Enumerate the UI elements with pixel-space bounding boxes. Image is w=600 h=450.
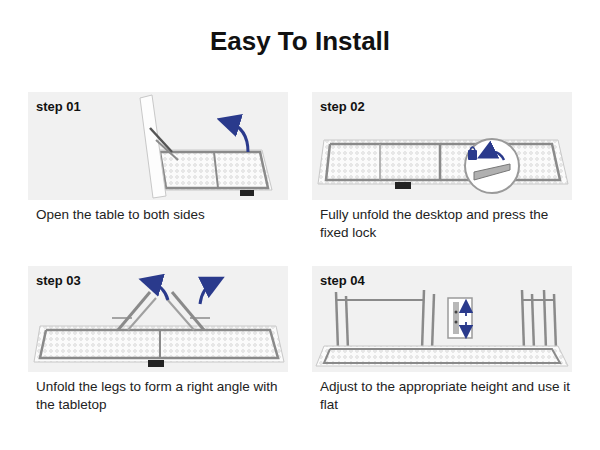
step-caption: Fully unfold the desktop and press the f… (320, 206, 572, 242)
step-panel: step 01 Open the table to both sides (28, 92, 288, 226)
page-title: Easy To Install (0, 26, 600, 57)
panel-ground (28, 92, 288, 200)
step-label: step 04 (320, 273, 365, 288)
step-panel: step 02 Fully unfold the desktop and pres… (312, 92, 572, 244)
step-panel: step 03 Unfold the legs to form a right a… (28, 266, 288, 416)
step-caption: Adjust to the appropriate height and use… (320, 378, 572, 414)
step-label: step 01 (36, 99, 81, 114)
step-label: step 02 (320, 99, 365, 114)
step-caption: Unfold the legs to form a right angle wi… (36, 378, 288, 414)
panel-ground (312, 266, 572, 372)
panel-ground (312, 92, 572, 200)
standing-table (316, 290, 568, 366)
panel-ground (28, 266, 288, 372)
open-table (318, 139, 568, 193)
folded-table (140, 95, 272, 198)
step-label: step 03 (36, 273, 81, 288)
step-caption: Open the table to both sides (36, 206, 288, 224)
legs-unfolding (34, 282, 284, 367)
step-panel: step 04 Adjust to the appropriate height … (312, 266, 572, 416)
